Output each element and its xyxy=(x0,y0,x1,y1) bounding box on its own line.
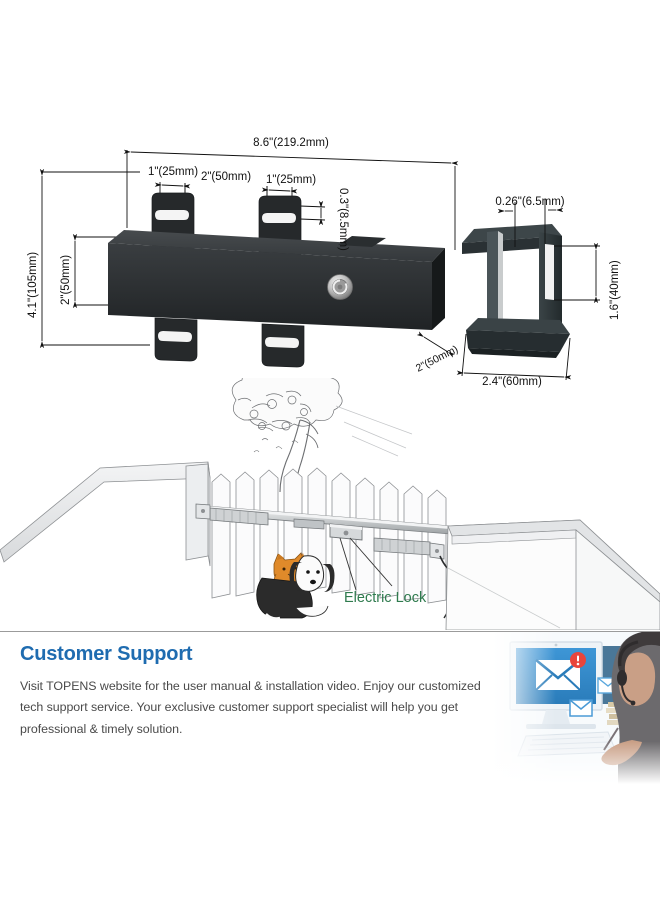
dim-slot-height: 0.3"(8.5mm) xyxy=(337,188,349,251)
dim-tab-gap-left: 1"(25mm) xyxy=(148,166,198,178)
customer-support-body: Visit TOPENS website for the user manual… xyxy=(20,679,481,736)
key-cylinder-icon xyxy=(327,274,353,300)
dim-body-depth: 2"(50mm) xyxy=(414,343,460,374)
picket-fence-gate xyxy=(211,467,447,604)
dim-overall-length: 8.6"(219.2mm) xyxy=(253,137,329,149)
c-channel-bracket xyxy=(456,199,600,381)
dim-bracket-slot-height: 1.6"(40mm) xyxy=(609,260,621,320)
customer-support-section: Customer Support Visit TOPENS website fo… xyxy=(0,632,660,900)
installation-scene-section: Electric Lock xyxy=(0,378,660,630)
customer-support-photo xyxy=(492,632,660,784)
driveway-wall-right xyxy=(445,519,660,630)
technical-drawing-section: 8.6"(219.2mm) 1"(25mm) 2"(50mm) 1"(25mm)… xyxy=(0,0,660,395)
driveway-wall-left xyxy=(0,461,211,567)
electric-lock-callout-leaders xyxy=(339,537,393,591)
installation-illustration: Electric Lock xyxy=(0,378,660,630)
gate-opener-arm xyxy=(195,503,451,560)
dim-bracket-slot-width: 0.26"(6.5mm) xyxy=(495,196,564,208)
dim-bracket-depth: 2.4"(60mm) xyxy=(482,376,542,388)
section-divider xyxy=(0,631,660,632)
electric-lock-callout-label: Electric Lock xyxy=(344,590,427,606)
dim-body-height: 2"(50mm) xyxy=(60,255,72,305)
tree-illustration xyxy=(231,378,413,495)
customer-support-text: Customer Support Visit TOPENS website fo… xyxy=(20,643,490,740)
dim-tab-spacing: 2"(50mm) xyxy=(201,171,251,183)
dim-tab-gap-right: 1"(25mm) xyxy=(266,174,316,186)
electric-lock-body xyxy=(108,192,445,368)
dim-total-height: 4.1"(105mm) xyxy=(27,252,39,318)
electric-lock xyxy=(329,523,363,541)
technical-drawing: 8.6"(219.2mm) 1"(25mm) 2"(50mm) 1"(25mm)… xyxy=(27,137,621,388)
dog-illustration xyxy=(256,555,335,620)
customer-support-heading: Customer Support xyxy=(20,643,193,665)
